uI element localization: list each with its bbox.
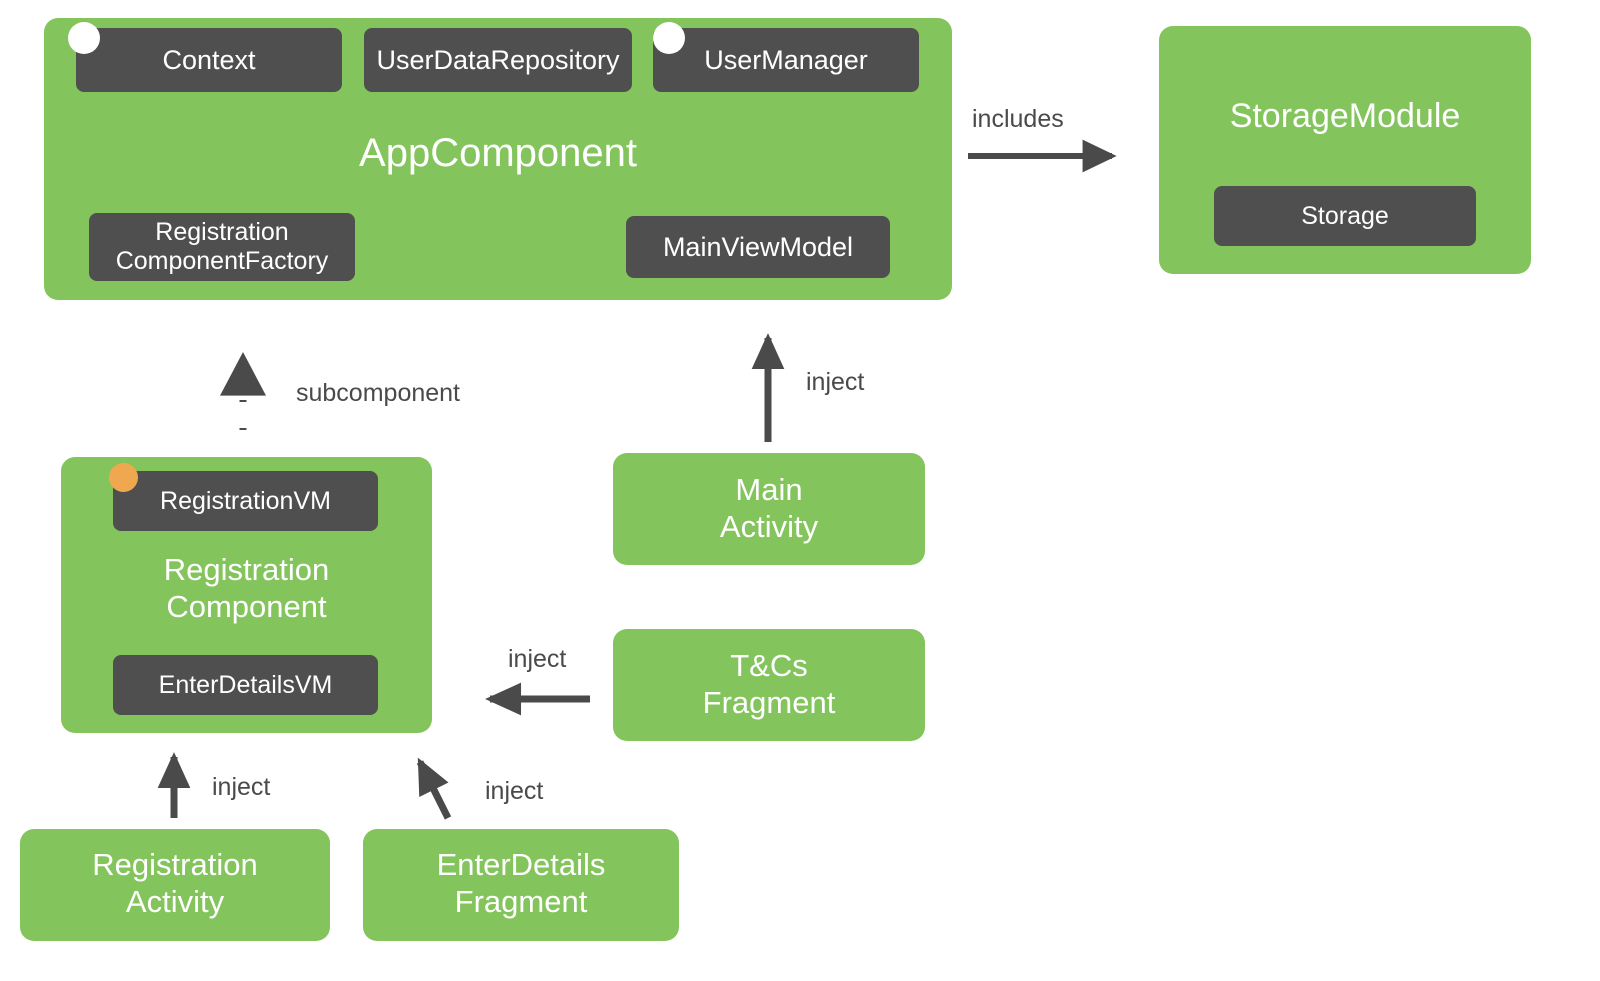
- app-component-title: AppComponent: [359, 131, 637, 175]
- edge-label-includes: includes: [972, 105, 1064, 133]
- node-enterdetails-fragment[interactable]: [363, 829, 679, 941]
- binding-storage[interactable]: Storage: [1214, 186, 1476, 246]
- storage-module-title: StorageModule: [1229, 97, 1461, 135]
- binding-enter-details-vm[interactable]: EnterDetailsVM: [113, 655, 378, 715]
- edge-label-inject-tcs-fragment: inject: [508, 645, 567, 673]
- node-main-activity-label: Main Activity: [719, 472, 819, 544]
- registration-component-title: Registration Component: [163, 552, 330, 624]
- edge-inject-enterdetails-fragment: [416, 757, 452, 820]
- scope-dot-context-icon: [68, 22, 100, 54]
- edge-label-inject-registration-activity: inject: [212, 773, 271, 801]
- node-registration-activity-label: Registration Activity: [92, 847, 258, 919]
- binding-registration-component-factory[interactable]: Registration ComponentFactory: [89, 213, 355, 281]
- node-enterdetails-fragment-label: EnterDetails Fragment: [436, 847, 606, 919]
- binding-registration-vm[interactable]: RegistrationVM: [113, 471, 378, 531]
- binding-context[interactable]: Context: [76, 28, 342, 92]
- edge-label-inject-main-activity: inject: [806, 368, 865, 396]
- binding-user-manager[interactable]: UserManager: [653, 28, 919, 92]
- node-main-activity[interactable]: [613, 453, 925, 565]
- node-registration-activity[interactable]: [20, 829, 330, 941]
- binding-user-data-repository[interactable]: UserDataRepository: [364, 28, 632, 92]
- scope-dot-user-manager-icon: [653, 22, 685, 54]
- binding-main-view-model[interactable]: MainViewModel: [626, 216, 890, 278]
- edge-label-inject-enterdetails-fragment: inject: [485, 777, 544, 805]
- edge-label-subcomponent: subcomponent: [296, 379, 461, 407]
- node-tcs-fragment-label: T&Cs Fragment: [702, 648, 836, 720]
- node-tcs-fragment[interactable]: [613, 629, 925, 741]
- scope-dot-registration-vm-icon: [109, 463, 138, 492]
